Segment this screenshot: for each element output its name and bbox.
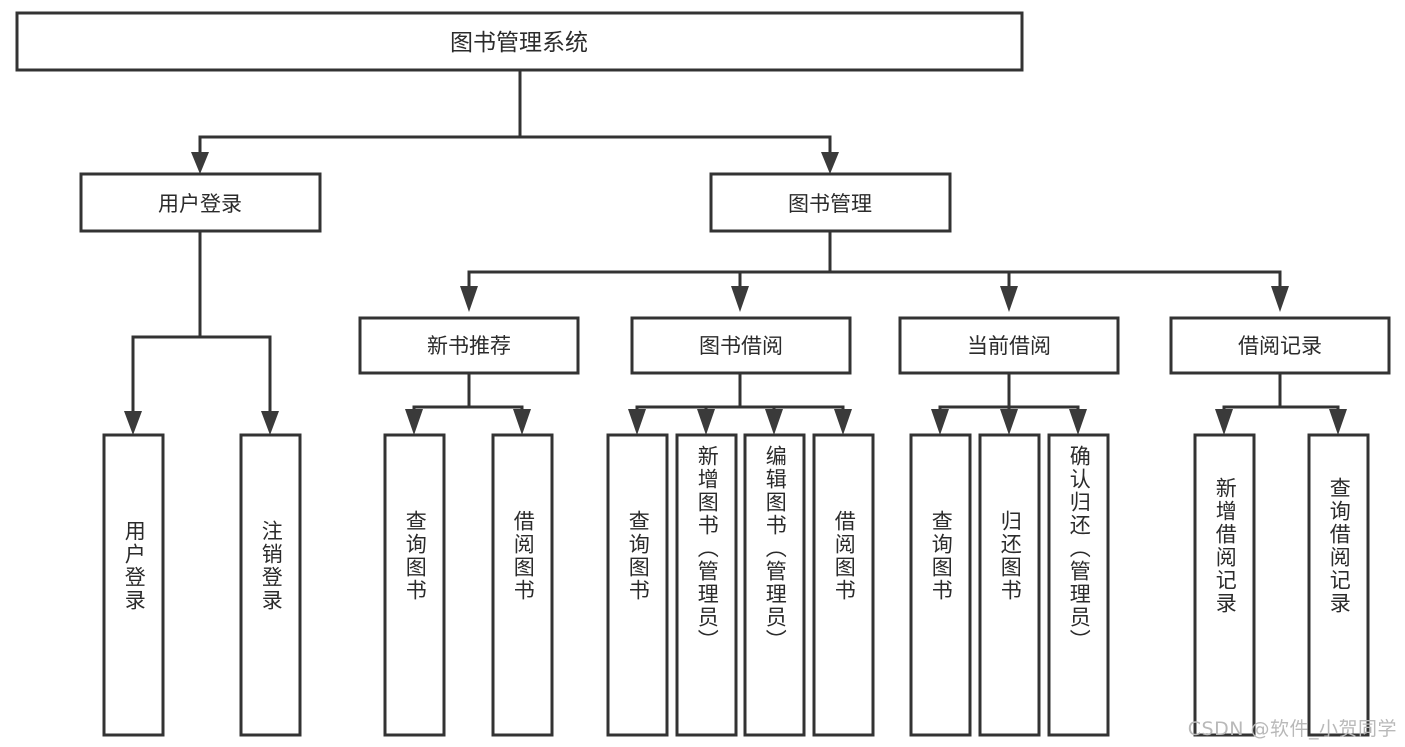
connector-group-root: [191, 68, 839, 174]
node-label-current-borrow: 当前借阅: [967, 334, 1051, 358]
watermark-text: CSDN @软件_小贺同学: [1187, 718, 1397, 740]
arrow-head-leaf-query-book-1: [405, 409, 423, 435]
node-box-leaf-query-book-1[interactable]: [383, 433, 446, 737]
node-borrow-record[interactable]: 借阅记录: [1169, 316, 1391, 375]
arrow-head-leaf-confirm-return: [1069, 409, 1087, 435]
node-label-book-manage: 图书管理: [788, 192, 872, 216]
connector-group-user-login: [124, 229, 279, 435]
node-box-current-borrow[interactable]: [898, 316, 1120, 375]
connector-group-borrow-record: [1215, 371, 1347, 435]
arrow-head-leaf-return-book: [1000, 409, 1018, 435]
node-box-leaf-add-book[interactable]: [675, 433, 738, 737]
arrow-head-leaf-query-book-2: [628, 409, 646, 435]
node-box-user-login[interactable]: [79, 172, 322, 233]
arrow-head-leaf-add-book: [697, 409, 715, 435]
node-box-root[interactable]: [15, 11, 1024, 72]
connector-group-book-borrow: [628, 371, 852, 435]
node-box-book-manage[interactable]: [709, 172, 952, 233]
node-box-leaf-user-login[interactable]: [102, 433, 165, 737]
node-label-book-borrow: 图书借阅: [699, 334, 783, 358]
node-box-leaf-return-book[interactable]: [978, 433, 1041, 737]
node-label-user-login: 用户登录: [158, 192, 242, 216]
node-box-leaf-query-book-3[interactable]: [909, 433, 972, 737]
arrow-head-user-login: [191, 152, 209, 174]
arrow-head-leaf-edit-book: [765, 409, 783, 435]
node-box-borrow-record[interactable]: [1169, 316, 1391, 375]
node-box-book-borrow[interactable]: [630, 316, 852, 375]
arrow-head-current-borrow: [1000, 286, 1018, 312]
node-root[interactable]: 图书管理系统: [15, 11, 1024, 72]
arrow-head-leaf-user-login: [124, 411, 142, 435]
arrow-head-leaf-borrow-book-1: [513, 409, 531, 435]
connector-group-book-manage: [460, 229, 1289, 312]
node-box-leaf-query-book-2[interactable]: [606, 433, 669, 737]
node-book-manage[interactable]: 图书管理: [709, 172, 952, 233]
node-box-new-book-recommend[interactable]: [358, 316, 580, 375]
node-current-borrow[interactable]: 当前借阅: [898, 316, 1120, 375]
connector-group-new-book-recommend: [405, 371, 531, 435]
node-book-borrow[interactable]: 图书借阅: [630, 316, 852, 375]
node-box-leaf-borrow-book-1[interactable]: [491, 433, 554, 737]
arrow-head-book-manage: [821, 152, 839, 174]
arrow-head-leaf-add-record: [1215, 409, 1233, 435]
node-user-login[interactable]: 用户登录: [79, 172, 322, 233]
arrow-head-borrow-record: [1271, 286, 1289, 312]
arrow-head-leaf-logout: [261, 411, 279, 435]
node-box-leaf-borrow-book-2[interactable]: [812, 433, 875, 737]
node-label-borrow-record: 借阅记录: [1238, 334, 1322, 358]
node-label-new-book-recommend: 新书推荐: [427, 334, 511, 358]
node-box-leaf-add-record[interactable]: [1193, 433, 1256, 737]
arrow-head-book-borrow: [731, 286, 749, 312]
arrow-head-leaf-borrow-book-2: [834, 409, 852, 435]
arrow-head-new-book-recommend: [460, 286, 478, 312]
arrow-head-leaf-query-record: [1329, 409, 1347, 435]
arrow-head-leaf-query-book-3: [931, 409, 949, 435]
node-box-leaf-edit-book[interactable]: [743, 433, 806, 737]
node-box-leaf-confirm-return[interactable]: [1047, 433, 1110, 737]
node-box-leaf-logout[interactable]: [239, 433, 302, 737]
node-label-root: 图书管理系统: [450, 30, 588, 56]
connector-group-current-borrow: [931, 371, 1087, 435]
node-box-leaf-query-record[interactable]: [1307, 433, 1370, 737]
node-new-book-recommend[interactable]: 新书推荐: [358, 316, 580, 375]
